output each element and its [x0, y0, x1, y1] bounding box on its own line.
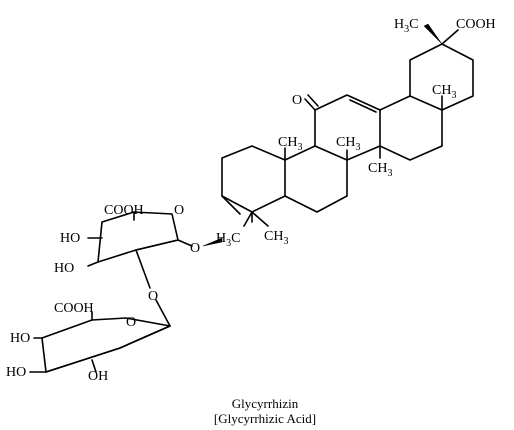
caption: Glycyrrhizin [Glycyrrhizic Acid]: [214, 396, 316, 426]
ring-o-2-label: O: [126, 315, 136, 330]
ketone-bond-1: [304, 98, 316, 111]
cooh-top-label: COOH: [456, 17, 496, 32]
c3-bond: [221, 195, 241, 215]
ring-d: [379, 95, 443, 161]
sugar2-front-bold: [45, 325, 171, 373]
sugar2-oh-bond: [91, 359, 97, 373]
glycoside-hashed-wedge: [202, 237, 223, 247]
oh-sugar2-label: OH: [88, 369, 108, 384]
double-bond-cc: [349, 99, 377, 113]
sugar2-ring: [41, 317, 171, 373]
cooh-top-bond: [441, 29, 459, 45]
cooh-sugar1-label: COOH: [104, 203, 144, 218]
h3c-top-label: H3C: [394, 17, 418, 35]
ring-a: [221, 145, 286, 213]
ho-sugar1-a-label: HO: [60, 231, 80, 246]
h3c-top-hashed-wedge: [423, 23, 443, 45]
glyco-o-label: O: [148, 289, 158, 304]
ketone-o-label: O: [292, 93, 302, 108]
ring-o-1-label: O: [174, 203, 184, 218]
sugar1-ho-b-bond: [87, 261, 99, 267]
glycosidic-bond-1: [177, 239, 193, 247]
ch3-bottom-bond: [251, 211, 269, 227]
ring-b: [284, 145, 348, 213]
ho-sugar1-b-label: HO: [54, 261, 74, 276]
ring-c: [314, 94, 381, 161]
ch3-left-label: CH3: [278, 135, 302, 153]
triterpene-skeleton: [221, 23, 474, 227]
ketone-bond-2: [307, 94, 319, 107]
atom-labels: H3C COOH CH3 O CH3 CH3 CH3 H3C CH3 O COO…: [6, 17, 496, 384]
ether-o-aglycone-label: O: [190, 241, 200, 256]
ho-sugar2-a-label: HO: [10, 331, 30, 346]
ho-sugar2-b-label: HO: [6, 365, 26, 380]
compound-name: Glycyrrhizin: [232, 396, 299, 411]
sugar1-front-bold: [135, 239, 179, 251]
cooh-sugar2-label: COOH: [54, 301, 94, 316]
glycosidic-bond-2: [155, 299, 171, 327]
h3c-bottom-bond: [243, 211, 253, 227]
ch3-bottom-label: CH3: [264, 229, 288, 247]
sugar1-c2-o-bond: [135, 249, 151, 289]
h3c-bottom-label: H3C: [216, 231, 240, 249]
ch3-mid-label: CH3: [336, 135, 360, 153]
ch3-low-label: CH3: [368, 161, 392, 179]
sugar-ring-2: [29, 299, 171, 373]
sugar-ring-1: [87, 211, 223, 289]
ch3-upper-right-label: CH3: [432, 83, 456, 101]
ring-e: [409, 43, 474, 111]
compound-alt-name: [Glycyrrhizic Acid]: [214, 411, 316, 426]
